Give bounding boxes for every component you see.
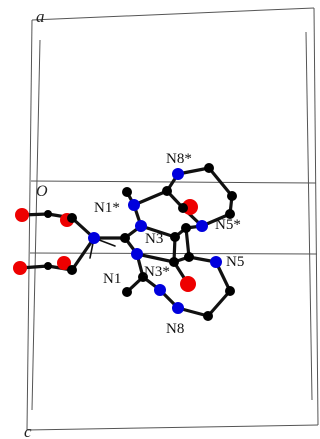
cell-edge-right [313,7,319,426]
carbon-atom [227,191,237,201]
carbon-atom [169,257,179,267]
carbon-atom [122,187,132,197]
carbon-atom [162,186,172,196]
nitrogen-atom [154,284,166,296]
carbon-atom [225,286,235,296]
bond [135,252,176,264]
nitrogen-atom [131,248,143,260]
cell-edge-inner-right [305,31,313,401]
bond [206,289,232,318]
nitrogen-atom [135,220,147,232]
nitrogen-atom [196,220,208,232]
carbon-atom [67,213,77,223]
oxygen-atom [57,256,71,270]
atom-label-n8: N8 [166,321,184,337]
atom-label-n5-star: N5* [215,217,241,233]
axis-label-a: a [36,7,45,26]
cell-edge-left [26,19,33,431]
atom-label-n3: N3 [145,231,163,247]
nitrogen-atom [210,256,222,268]
carbon-atom [67,265,77,275]
atom-label-n5: N5 [226,254,244,270]
nitrogen-atom [172,302,184,314]
nitrogen-atom [88,232,100,244]
atoms [13,163,237,321]
atom-label-n8-star: N8* [166,151,192,167]
carbon-atom [203,311,213,321]
carbon-atom [120,233,130,243]
carbon-atom [170,232,180,242]
origin-label: O [36,183,48,200]
bond [207,166,234,198]
cell-edge-inner-left [31,39,41,411]
carbon-atom [181,223,191,233]
cell-edge-top [31,7,315,21]
carbon-atom [178,203,188,213]
atom-label-n1-star: N1* [94,200,120,216]
oxygen-atom [180,276,196,292]
carbon-atom [138,272,148,282]
carbon-atom [225,209,235,219]
atom-label-n1: N1 [103,271,121,287]
axis-label-c: c [24,422,32,439]
oxygen-atom [15,208,29,222]
carbon-atom [44,210,52,218]
oxygen-atom [13,261,27,275]
nitrogen-atom [128,199,140,211]
carbon-atom [204,163,214,173]
nitrogen-atom [172,168,184,180]
carbon-atom [122,287,132,297]
carbon-atom [184,252,194,262]
cell-edge-bottom [26,424,319,431]
carbon-atom [44,262,52,270]
atom-label-n3-star: N3* [144,264,170,280]
bond [70,236,96,272]
